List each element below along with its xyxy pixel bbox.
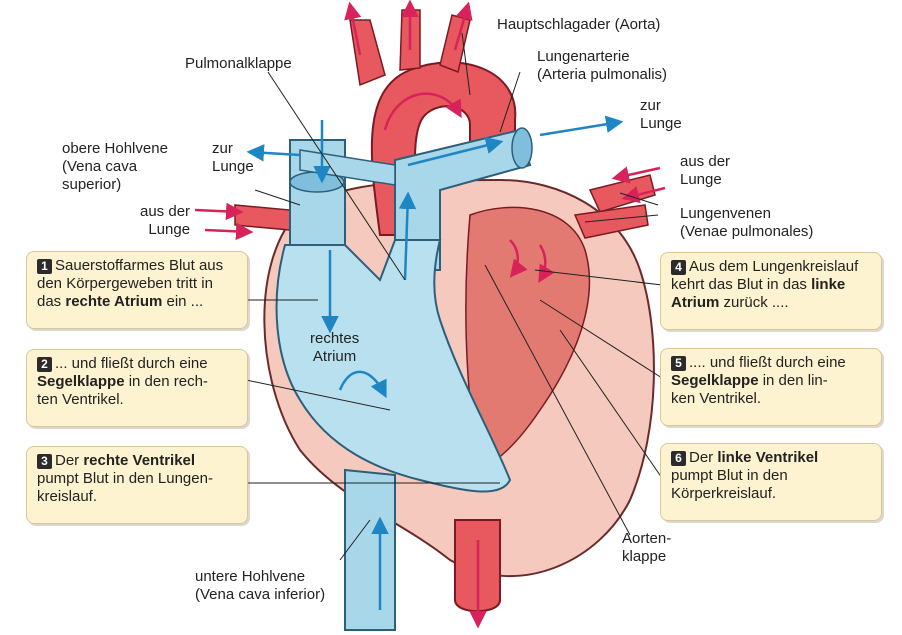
from-lung-left-line1: aus der — [140, 203, 191, 220]
from-lung-left-line2: Lunge — [148, 221, 191, 238]
step-4-line2: kehrt das Blut in das linke — [671, 276, 873, 294]
right-atrium-line1: rechtes — [310, 330, 360, 347]
step-3-text-b: pumpt Blut in den Lungen- — [37, 470, 213, 487]
ivc-line2: (Vena cava inferior) — [195, 586, 326, 603]
step-4-text-b: kehrt das Blut in das — [671, 276, 812, 293]
step-1-text-c: das — [37, 293, 66, 310]
step-3-text-a: Der — [55, 452, 84, 469]
step-number-badge: 2 — [37, 357, 52, 372]
from-lung-right-line2: Lunge — [680, 171, 722, 188]
right-atrium-label: rechtes Atrium — [310, 330, 359, 366]
step-number-badge: 6 — [671, 451, 686, 466]
to-lung-right-label: zur Lunge — [640, 97, 682, 133]
step-3-bold: rechte Ventrikel — [83, 452, 196, 469]
step-2-line2: Segelklappe in den rech- — [37, 373, 239, 391]
svc-line2: (Vena cava — [62, 158, 138, 175]
step-4-bold-b: Atrium — [671, 294, 720, 311]
step-2-text-a: ... und fließt durch eine — [55, 355, 208, 372]
step-number-badge: 5 — [671, 356, 686, 371]
step-1-line2: den Körpergeweben tritt in — [37, 275, 239, 293]
step-6-text-b: pumpt Blut in den — [671, 467, 788, 484]
aorta-label: Hauptschlagader (Aorta) — [497, 16, 661, 33]
step-4-bold-a: linke — [811, 276, 846, 293]
pulmonary-veins-line2: (Venae pulmonales) — [680, 223, 814, 240]
pulmonary-veins-line1: Lungenvenen — [680, 205, 771, 222]
step-3-text-c: kreislauf. — [37, 488, 98, 505]
step-6-bold: linke Ventrikel — [717, 449, 819, 466]
step-5-line1: 5.... und fließt durch eine — [671, 354, 873, 372]
step-4-line3: Atrium zurück .... — [671, 294, 873, 312]
step-2-bold: Segelklappe — [37, 373, 125, 390]
pulmonary-valve-label: Pulmonalklappe — [185, 55, 292, 72]
pulmonary-artery-label-line2: (Arteria pulmonalis) — [537, 66, 668, 83]
step-5-text-c: ken Ventrikel. — [671, 390, 762, 407]
pulmonary-vein-left — [234, 204, 291, 231]
ivc-line1: untere Hohlvene — [195, 568, 306, 585]
step-2-line1: 2... und fließt durch eine — [37, 355, 239, 373]
step-5-line3: ken Ventrikel. — [671, 390, 873, 408]
right-atrium-line2: Atrium — [312, 348, 357, 365]
step-2-text-c: ten Ventrikel. — [37, 391, 124, 408]
step-number-badge: 4 — [671, 260, 686, 275]
pulmonary-branch-left — [299, 149, 396, 186]
pulmonary-veins-label: Lungenvenen (Venae pulmonales) — [680, 205, 813, 241]
inferior-vena-cava — [344, 468, 396, 631]
step-5-text-a: .... und fließt durch eine — [689, 354, 846, 371]
step-5-text-b: in den lin- — [758, 372, 828, 389]
svc-line1: obere Hohlvene — [62, 140, 168, 157]
to-lung-left-label: zur Lunge — [212, 140, 254, 176]
step-2-text-b: in den rech- — [124, 373, 208, 390]
step-1-bold: rechte Atrium — [65, 293, 163, 310]
step-1-text-d: ein ... — [162, 293, 204, 310]
to-lung-right-line2: Lunge — [640, 115, 682, 132]
step-3-line3: kreislauf. — [37, 488, 239, 506]
step-number-badge: 1 — [37, 259, 52, 274]
step-5-bold: Segelklappe — [671, 372, 759, 389]
aortic-valve-line1: Aorten- — [622, 530, 672, 547]
step-4-text-c: zurück .... — [719, 294, 789, 311]
from-lung-right-line1: aus der — [680, 153, 731, 170]
step-6-line3: Körperkreislauf. — [671, 485, 873, 503]
step-1-line3: das rechte Atrium ein ... — [37, 293, 239, 311]
step-6-line2: pumpt Blut in den — [671, 467, 873, 485]
inferior-vena-cava-label: untere Hohlvene (Vena cava inferior) — [195, 568, 325, 604]
to-lung-left-line2: Lunge — [212, 158, 254, 175]
step-number-badge: 3 — [37, 454, 52, 469]
superior-vena-cava-label: obere Hohlvene (Vena cava superior) — [62, 140, 168, 194]
step-2-line3: ten Ventrikel. — [37, 391, 239, 409]
pulmonary-artery-label: Lungenarterie (Arteria pulmonalis) — [537, 48, 667, 84]
aortic-valve-line2: klappe — [622, 548, 667, 565]
svc-line3: superior) — [62, 176, 122, 193]
step-box-5: 5.... und fließt durch eine Segelklappe … — [660, 348, 882, 426]
aorta-branch-1 — [349, 19, 386, 87]
from-lung-right-label: aus der Lunge — [680, 153, 730, 189]
step-4-text-a: Aus dem Lungenkreislauf — [689, 258, 859, 275]
pulmonary-vein-right-lower — [573, 204, 649, 239]
step-6-text-c: Körperkreislauf. — [671, 485, 777, 502]
step-6-text-a: Der — [689, 449, 718, 466]
from-lung-left-label: aus der Lunge — [140, 203, 190, 239]
right-heart-chamber — [275, 239, 512, 493]
step-1-text-a: Sauerstoffarmes Blut aus — [55, 257, 224, 274]
to-lung-right-line1: zur — [640, 97, 661, 114]
step-3-line2: pumpt Blut in den Lungen- — [37, 470, 239, 488]
step-5-line2: Segelklappe in den lin- — [671, 372, 873, 390]
pulmonary-artery-label-line1: Lungenarterie — [537, 48, 630, 65]
step-box-2: 2... und fließt durch eine Segelklappe i… — [26, 349, 248, 427]
to-lung-left-line1: zur — [212, 140, 233, 157]
aortic-valve-label: Aorten- klappe — [622, 530, 671, 566]
step-1-text-b: den Körpergeweben tritt in — [37, 275, 213, 292]
